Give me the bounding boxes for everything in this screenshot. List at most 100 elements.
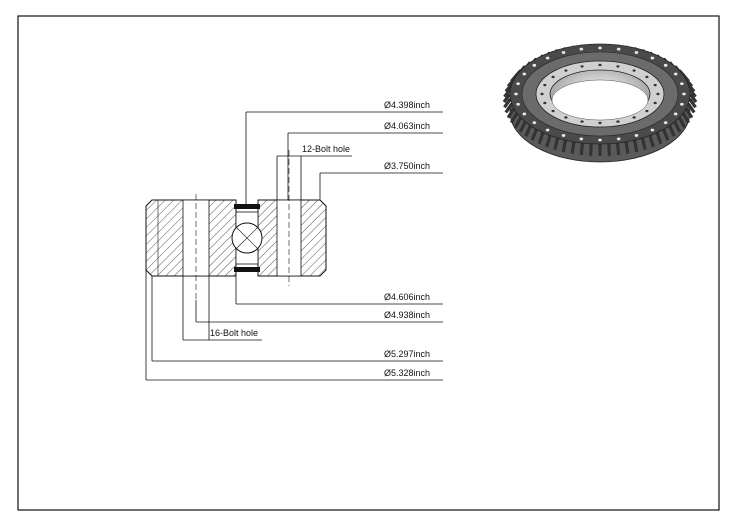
bolt-hole [616,65,620,68]
bolt-hole [673,112,678,116]
gear-tooth [530,128,538,141]
bolt-hole [532,121,537,125]
gear-tooth [506,107,516,119]
bolt-hole [598,46,602,50]
bolt-hole [673,72,678,76]
dim-label-5328: Ø5.328inch [384,368,430,378]
bolt-hole [516,82,520,86]
gear-tooth [668,125,676,137]
gear-tooth [588,143,593,156]
bolt-hole [634,51,639,54]
bearing-cross-section [145,150,327,300]
slewing-bearing-illustration [502,43,698,163]
bolt-hole [653,101,657,105]
bolt-hole [598,63,602,67]
bolt-hole [532,63,537,67]
gear-tooth [545,135,552,148]
bolt-hole [650,56,655,60]
bolt-hole [522,112,527,116]
gear-tooth [570,141,576,154]
bolt-hole [540,92,544,96]
bottom-seal [234,267,260,272]
gear-tooth [632,139,639,153]
bolt-hole [561,51,566,54]
dim-label-5297: Ø5.297inch [384,349,430,359]
gear-tooth [524,125,532,137]
bolt-hole [616,47,621,51]
gear-tooth [687,83,696,93]
dimension-lines [145,111,443,381]
bolt-hole [616,137,621,141]
gear-tooth [561,139,568,153]
gear-tooth [509,112,519,124]
bolt-hole [598,138,602,142]
gear-tooth [607,143,612,156]
gear-tooth [503,97,512,109]
bolt-hole [551,75,555,79]
gear-tooth [579,142,585,156]
gear-tooth [688,97,697,109]
gear-tooth [673,121,682,133]
gear-tooth [537,132,545,145]
dim-label-16-bolt-hole: 16-Bolt hole [210,328,258,338]
dim-label-4398: Ø4.398inch [384,100,430,110]
dim-label-4063: Ø4.063inch [384,121,430,131]
bolt-hole [634,134,639,137]
bolt-hole [650,128,655,132]
bolt-hole [564,116,568,119]
bolt-hole [663,121,668,125]
gear-tooth [502,93,512,103]
gear-tooth [684,107,694,119]
gear-tooth [640,137,647,151]
bolt-hole [598,121,602,125]
bolt-hole [545,56,550,60]
bolt-hole [561,134,566,137]
bolt-hole [545,128,550,132]
bolt-hole [656,92,660,96]
bolt-hole [543,101,547,105]
gear-tooth [615,142,621,156]
gear-tooth [662,128,670,141]
dim-label-3750: Ø3.750inch [384,161,430,171]
gear-tooth [681,112,691,124]
bolt-hole [616,120,620,123]
dim-label-4938: Ø4.938inch [384,310,430,320]
gear-tooth [688,93,698,103]
bolt-hole [551,109,555,113]
gear-tooth [624,141,630,154]
bolt-hole [579,137,584,141]
gear-tooth [518,121,527,133]
bolt-hole [645,75,649,79]
bolt-hole [632,116,636,119]
bolt-hole [663,63,668,67]
bolt-hole [682,92,686,96]
gear-tooth [648,135,655,148]
top-seal [234,204,260,209]
gear-tooth [513,116,523,129]
bolt-hole [522,72,527,76]
bolt-hole [514,92,518,96]
drawing-frame [17,15,720,511]
gear-tooth [504,102,514,114]
gear-tooth [503,88,512,98]
dim-label-12-bolt-hole: 12-Bolt hole [302,144,350,154]
gear-tooth [686,102,696,114]
gear-tooth [655,132,663,145]
bolt-hole [564,69,568,72]
bolt-hole [516,102,520,106]
gear-tooth [553,137,560,151]
bolt-hole [579,47,584,51]
bolt-hole [543,83,547,87]
bolt-hole [632,69,636,72]
outer-ring-bolt-hole [182,199,210,277]
bolt-hole [645,109,649,113]
gear-tooth [688,88,697,98]
inner-ring-bolt-hole [276,199,302,277]
gear-tooth [677,116,687,129]
bolt-hole [580,65,584,68]
bolt-hole [680,102,684,106]
bolt-hole [653,83,657,87]
dim-label-4606: Ø4.606inch [384,292,430,302]
bolt-hole [580,120,584,123]
